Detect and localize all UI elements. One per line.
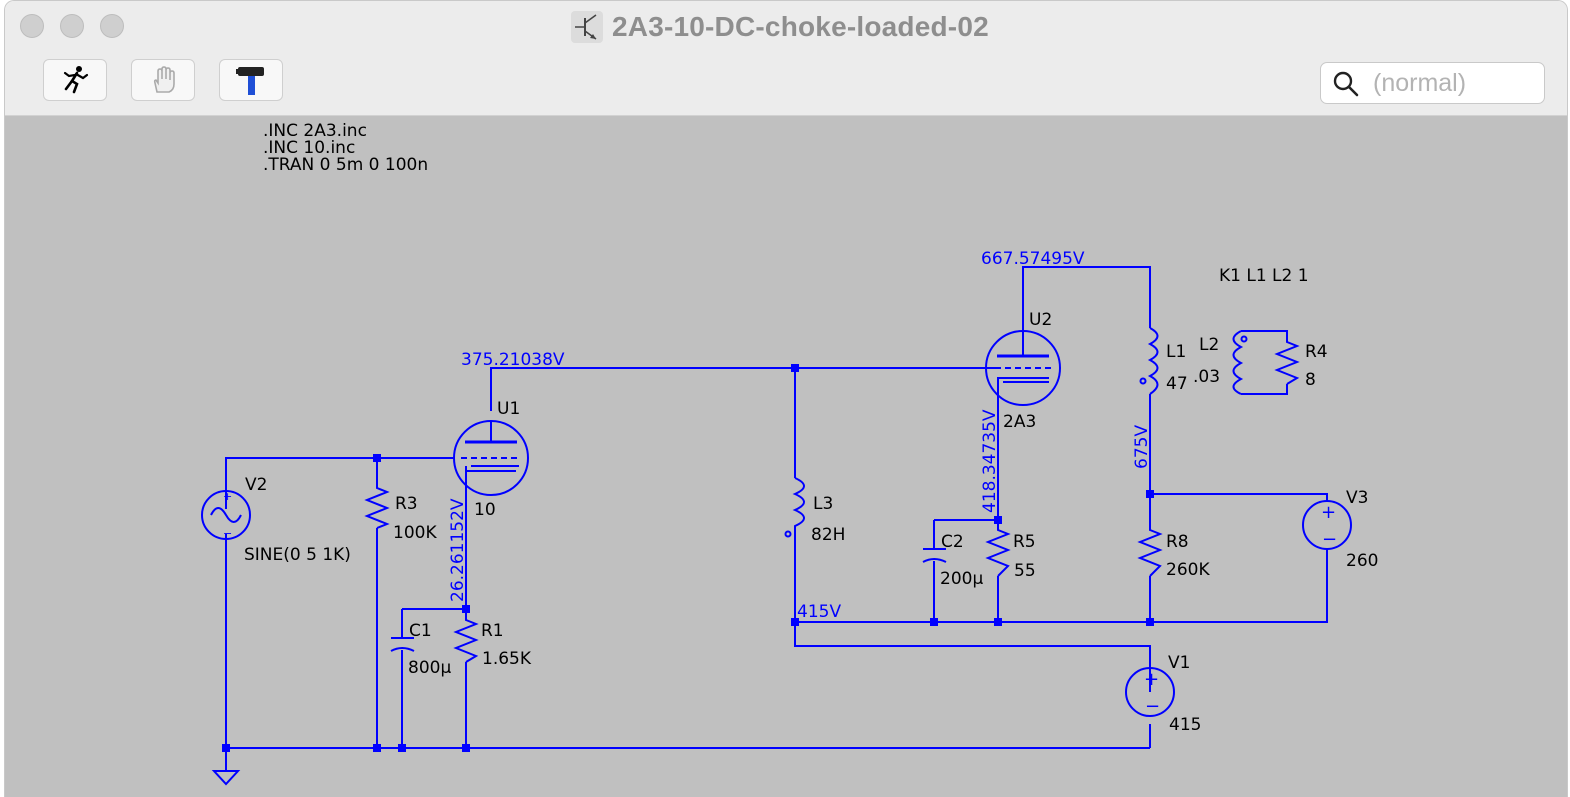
label-u1-name: U1 [497, 399, 520, 419]
label-r3-value: 100K [393, 523, 437, 543]
label-r5-name: R5 [1013, 532, 1036, 552]
wires[interactable] [225, 266, 1328, 771]
inductor-l2[interactable] [1232, 330, 1248, 395]
label-v2-value: SINE(0 5 1K) [244, 545, 351, 565]
svg-text:+: + [223, 490, 232, 503]
svg-text:−: − [1322, 529, 1337, 550]
svg-text:−: − [223, 527, 232, 540]
capacitor-c1[interactable] [390, 637, 415, 652]
schematic-drawing[interactable]: .INC 2A3.inc .INC 10.inc .TRAN 0 5m 0 10… [5, 116, 1567, 797]
label-v3-value: 260 [1346, 551, 1378, 571]
label-u1-value: 10 [474, 500, 496, 520]
title-group: 2A3-10-DC-choke-loaded-02 [571, 9, 989, 45]
resistor-r3[interactable] [364, 484, 390, 529]
label-v1-value: 415 [1169, 715, 1201, 735]
label-v3-name: V3 [1346, 488, 1368, 508]
label-c1-value: 800μ [408, 658, 451, 678]
svg-text:−: − [1145, 696, 1160, 717]
label-v1-name: V1 [1168, 653, 1190, 673]
label-r1-name: R1 [481, 621, 504, 641]
resistor-r4[interactable] [1274, 338, 1300, 385]
title-bar: 2A3-10-DC-choke-loaded-02 [5, 1, 1567, 53]
label-u2-name: U2 [1029, 310, 1052, 330]
search-box[interactable] [1320, 62, 1545, 104]
net-voltage-u1-plate: 375.21038V [461, 350, 565, 370]
label-l3-name: L3 [813, 494, 833, 514]
directive-tran[interactable]: .TRAN 0 5m 0 100n [263, 155, 428, 175]
resistor-r1[interactable] [453, 616, 479, 663]
label-r4-name: R4 [1305, 342, 1328, 362]
resistor-r8[interactable] [1137, 526, 1163, 577]
label-c2-name: C2 [941, 532, 964, 552]
label-r1-value: 1.65K [482, 649, 532, 669]
svg-text:+: + [1144, 669, 1159, 690]
hammer-icon [236, 67, 264, 95]
ground-icon[interactable] [211, 770, 241, 786]
inductor-l1[interactable] [1139, 327, 1159, 395]
search-input[interactable] [1373, 67, 1533, 99]
triode-u1[interactable] [453, 420, 529, 496]
close-window-button[interactable] [20, 14, 44, 38]
schematic-canvas[interactable]: .INC 2A3.inc .INC 10.inc .TRAN 0 5m 0 10… [5, 116, 1567, 797]
directive-coupling[interactable]: K1 L1 L2 1 [1219, 266, 1309, 286]
label-l1-name: L1 [1166, 342, 1186, 362]
label-c1-name: C1 [409, 621, 432, 641]
svg-text:+: + [1321, 502, 1336, 523]
net-voltage-u2-cathode: 418.34735V [980, 409, 1000, 513]
window-title: 2A3-10-DC-choke-loaded-02 [612, 11, 989, 42]
toolbar [5, 53, 1567, 116]
directive-inc-10[interactable]: .INC 10.inc [263, 138, 355, 158]
capacitor-c2[interactable] [922, 548, 947, 563]
label-c2-value: 200μ [940, 569, 983, 589]
run-button[interactable] [43, 59, 107, 101]
sine-source-v2[interactable]: + − [201, 490, 251, 540]
hand-icon [153, 66, 175, 93]
junctions [222, 364, 1154, 752]
net-voltage-415: 415V [797, 602, 841, 622]
label-l2-name: L2 [1199, 335, 1219, 355]
label-r5-value: 55 [1014, 561, 1036, 581]
settings-button[interactable] [219, 59, 283, 101]
voltage-source-v3[interactable]: + − [1302, 500, 1352, 550]
search-icon [1333, 71, 1359, 97]
running-man-icon [63, 66, 89, 94]
label-l2-value: .03 [1193, 367, 1220, 387]
halt-button[interactable] [131, 59, 195, 101]
label-r4-value: 8 [1305, 370, 1316, 390]
zoom-window-button[interactable] [100, 14, 124, 38]
inductor-l3[interactable] [784, 477, 805, 538]
net-voltage-l1-bottom: 675V [1132, 425, 1152, 469]
label-v2-name: V2 [245, 475, 267, 495]
voltage-source-v1[interactable]: + − [1125, 667, 1175, 717]
minimize-window-button[interactable] [60, 14, 84, 38]
label-r3-name: R3 [395, 494, 418, 514]
label-u2-value: 2A3 [1003, 412, 1036, 432]
net-voltage-u1-cathode: 26.261152V [448, 498, 468, 602]
label-l1-value: 47 [1166, 374, 1188, 394]
app-window: 2A3-10-DC-choke-loaded-02 [4, 0, 1568, 797]
label-r8-name: R8 [1166, 532, 1189, 552]
label-r8-value: 260K [1166, 560, 1210, 580]
transistor-schematic-icon [571, 11, 603, 43]
net-voltage-u2-plate: 667.57495V [981, 249, 1085, 269]
resistor-r5[interactable] [985, 526, 1011, 577]
label-l3-value: 82H [811, 525, 845, 545]
triode-u2[interactable] [985, 330, 1061, 406]
directive-inc-2a3[interactable]: .INC 2A3.inc [263, 121, 367, 141]
